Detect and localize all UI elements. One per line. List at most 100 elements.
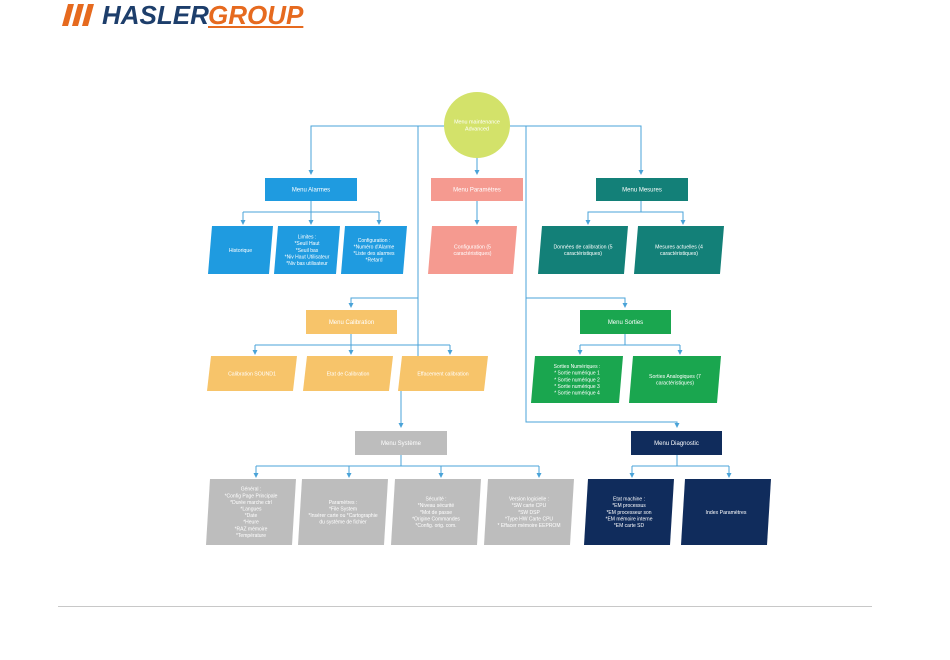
leaf-securite-text: Sécurité :*Niveau sécurité*Mot de passe*… [412,497,460,529]
leaf-sorties-numeriques-box[interactable] [531,356,623,403]
leaf-general-text-line: Général : [241,487,262,493]
leaf-index-parametres-text: Index Paramètres [706,510,747,516]
leaf-sorties-numeriques-text-line: * Sortie numérique 2 [554,377,600,383]
leaf-configuration-alarmes-text-line: *Numéro d'Alarme [354,244,395,250]
leaf-parametres-sys-text: Paramètres :*File System*Insérer carte o… [308,500,377,526]
leaf-version-logicielle-text-line: *SW DSP [518,510,540,516]
leaf-general-text-line: *RAZ mémoire [235,526,268,532]
leaf-configuration-alarmes-text-line: *Retard [366,258,383,264]
leaf-limites-text: Limites :*Seuil Haut*Seuil bas*Niv Haut … [285,235,330,267]
root-menu-maintenance-node[interactable] [444,92,510,158]
leaf-general-box[interactable] [206,479,296,545]
leaf-configuration-param-box[interactable] [428,226,517,274]
leaf-configuration-alarmes-text-line: Configuration : [358,238,391,244]
logo-suffix-text: GROUP [208,0,304,30]
root-menu-label-line: Menu maintenance [454,119,500,125]
leaf-general-text-line: *Config Page Principale [225,493,278,499]
leaf-index-parametres-box[interactable] [681,479,771,545]
leaf-version-logicielle-text-line: * Effacer mémoire EEPROM [498,523,561,529]
leaf-general-text: Général :*Config Page Principale*Durée m… [225,487,278,539]
leaf-version-logicielle-box[interactable] [484,479,574,545]
leaf-parametres-sys-text-line: *Insérer carte ou *Cartographie [308,513,377,519]
leaf-configuration-param-text-line: Configuration (5 [454,244,491,250]
leaf-limites-text-line: Limites : [298,235,317,241]
leaf-securite-text-line: *Mot de passe [420,510,452,516]
footer-divider [58,606,872,607]
menu-mesures-label: Menu Mesures [622,188,662,194]
menu-diagnostic-box[interactable] [631,431,722,455]
leaf-limites-text-line: *Niv Haut Utilisateur [285,254,330,260]
leaf-limites-text-line: *Seuil Haut [294,241,320,247]
menu-systeme-box[interactable] [355,431,447,455]
leaf-historique-text-line: Historique [229,248,252,254]
leaf-version-logicielle-text-line: Version logicielle : [509,497,549,503]
leaf-sorties-numeriques-text-line: Sorties Numériques : [554,364,601,370]
leaf-general-text-line: *Température [236,533,266,539]
leaf-configuration-param-text-line: caractéristiques) [453,251,491,257]
leaf-securite-text-line: Sécurité : [425,497,446,503]
leaf-sorties-numeriques-text-line: * Sortie numérique 4 [554,390,600,396]
menu-sorties-box[interactable] [580,310,671,334]
leaf-effacement-calibration-box[interactable] [398,356,488,391]
leaf-parametres-sys-text-line: Paramètres : [329,500,358,506]
leaf-sorties-analogiques-text-line: Sorties Analogiques (7 [649,374,701,380]
leaf-version-logicielle-text-line: *Type HW Carte CPU [505,516,553,522]
leaf-version-logicielle-text-line: *SW carte CPU [512,503,547,509]
leaf-historique-text: Historique [229,248,252,254]
leaf-etat-machine-text-line: Etat machine : [613,497,645,503]
menu-mesures-box[interactable] [596,178,688,201]
leaf-configuration-alarmes-text-line: *Liste des alarmes [353,251,395,257]
leaf-effacement-calibration-text-line: Effacement calibration [417,371,468,377]
menu-calibration-box[interactable] [306,310,397,334]
menu-systeme-label: Menu Système [381,441,422,447]
leaf-limites-text-line: *Seuil bas [296,248,319,254]
leaf-general-text-line: *Date [245,513,258,519]
menu-alarmes-box[interactable] [265,178,357,201]
menu-diagnostic-label: Menu Diagnostic [654,441,699,447]
menu-sorties-label: Menu Sorties [608,320,643,326]
leaf-historique-box[interactable] [208,226,273,274]
leaf-sorties-analogiques-text-line: caractéristiques) [656,381,694,387]
leaf-securite-text-line: *Niveau sécurité [418,503,455,509]
leaf-securite-box[interactable] [391,479,481,545]
logo-brand-text: HASLER [102,0,209,30]
leaf-mesures-actuelles-text-line: Mesures actuelles (4 [655,244,703,250]
leaf-etat-machine-box[interactable] [584,479,674,545]
leaf-etat-machine-text: Etat machine :*EM processus*EM processeu… [606,497,653,529]
leaf-general-text-line: *Durée marche ctrl [230,500,272,506]
leaf-etat-machine-text-line: *EM carte SD [614,523,645,529]
leaf-parametres-sys-box[interactable] [298,479,388,545]
leaf-etat-calibration-text-line: Etat de Calibration [327,371,370,377]
leaf-limites-text-line: *Niv bas utilisateur [286,261,328,267]
leaf-donnees-calibration-text-line: caractéristiques) [564,251,602,257]
leaf-general-text-line: *Heure [243,520,259,526]
leaf-version-logicielle-text: Version logicielle :*SW carte CPU*SW DSP… [498,497,561,529]
leaf-etat-calibration-box[interactable] [303,356,393,391]
root-menu-label-line: Advanced [465,126,489,132]
leaf-calibration-sound-text-line: Calibration SOUND1 [228,371,276,377]
leaf-limites-box[interactable] [274,226,340,274]
leaf-parametres-sys-text-line: du système de fichier [319,520,367,526]
leaf-securite-text-line: *Origine Commandes [412,516,460,522]
leaf-sorties-numeriques-text-line: * Sortie numérique 3 [554,384,600,390]
leaf-calibration-sound-box[interactable] [207,356,297,391]
logo-stripes-icon [62,4,94,26]
menu-parametres-box[interactable] [431,178,523,201]
leaf-configuration-alarmes-box[interactable] [341,226,407,274]
leaf-sorties-numeriques-text: Sorties Numériques :* Sortie numérique 1… [554,364,601,396]
leaf-donnees-calibration-text-line: Données de calibration (5 [553,244,612,250]
menu-calibration-label: Menu Calibration [329,320,374,326]
leaf-effacement-calibration-text: Effacement calibration [417,371,468,377]
leaf-securite-text-line: *Config. orig. com. [415,523,456,529]
leaf-sorties-analogiques-box[interactable] [629,356,721,403]
leaf-calibration-sound-text: Calibration SOUND1 [228,371,276,377]
leaf-mesures-actuelles-box[interactable] [634,226,724,274]
leaf-donnees-calibration-box[interactable] [538,226,628,274]
leaf-configuration-alarmes-text: Configuration :*Numéro d'Alarme*Liste de… [353,238,395,264]
leaf-index-parametres-text-line: Index Paramètres [706,510,747,516]
